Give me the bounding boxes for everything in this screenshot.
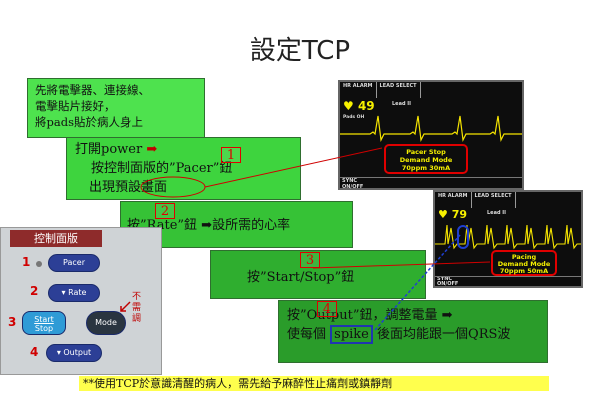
lead-label-2: Lead II xyxy=(487,210,506,216)
ecg-trace-1 xyxy=(340,115,522,143)
lead-label: Lead II xyxy=(392,101,411,107)
monitor-divider-2 xyxy=(435,276,581,277)
connector-3 xyxy=(312,261,491,269)
rate-current-label-1: 70ppm 30mA xyxy=(401,164,451,172)
rate-button-label: Rate xyxy=(68,288,87,297)
pacing-callout: Pacing Demand Mode 70ppm 50mA xyxy=(491,250,557,276)
lead-select-label-2: LEAD SELECT xyxy=(472,192,516,208)
start-label: Start xyxy=(34,315,54,324)
step-output-suffix: 後面均能跟一個QRS波 xyxy=(377,327,511,342)
step-prepare-line2: 電擊貼片接好， xyxy=(35,99,116,113)
side-note-3: 調 xyxy=(132,314,142,324)
demand-mode-label-2: Demand Mode xyxy=(497,260,551,268)
hr-alarm-label: HR ALARM xyxy=(340,82,377,98)
mode-button[interactable]: Mode xyxy=(86,311,126,335)
step-prepare-line3: 將pads貼於病人身上 xyxy=(35,115,143,129)
connector-1 xyxy=(204,147,383,188)
step-start-box: 按”Start/Stop”鈕 xyxy=(210,250,426,299)
step-rate-text: 按”Rate”鈕 ➡設所需的心率 xyxy=(127,218,291,233)
demand-mode-label-1: Demand Mode xyxy=(399,156,453,164)
output-button-label: Output xyxy=(63,348,92,357)
step-start-text: 按”Start/Stop”鈕 xyxy=(247,270,355,285)
step-output-line2: 使每個 spike 後面均能跟一個QRS波 xyxy=(287,325,539,344)
panel-number-4: 4 xyxy=(30,345,39,359)
output-button[interactable]: ▾ Output xyxy=(46,344,102,362)
ecg-trace-2 xyxy=(435,224,581,250)
monitor-pacing: HR ALARM LEAD SELECT ♥ 79 Lead II Pacing… xyxy=(433,190,583,288)
step-number-4: 4 xyxy=(317,301,337,317)
heart-rate-display: ♥ 49 xyxy=(343,99,375,113)
step-output-box: 按”Output”鈕，調整電量 ➡ 使每個 spike 後面均能跟一個QRS波 xyxy=(278,300,548,363)
sync-label-2: SYNC ON/OFF xyxy=(437,276,459,287)
mode-side-note: 不 需 調 xyxy=(132,292,144,325)
pacer-stop-label: Pacer Stop xyxy=(406,148,446,156)
monitor-header-2: HR ALARM LEAD SELECT xyxy=(435,192,581,208)
step-number-2: 2 xyxy=(155,203,175,219)
spike-circle xyxy=(457,225,469,249)
side-note-1: 不 xyxy=(132,292,142,302)
stop-label: Stop xyxy=(34,324,54,333)
pads-status: Pads OH xyxy=(343,115,365,120)
default-screen-ellipse xyxy=(140,176,206,198)
start-stop-button[interactable]: Start Stop xyxy=(22,311,66,335)
side-note-2: 需 xyxy=(132,303,142,313)
panel-number-1: 1 xyxy=(22,255,31,269)
spike-highlight: spike xyxy=(330,325,373,344)
step-output-line1: 按”Output”鈕，調整電量 ➡ xyxy=(287,308,453,323)
step-power-line1: 打開power ➡ xyxy=(75,140,292,159)
heart-rate-display-2: ♥ 79 xyxy=(438,208,468,221)
panel-number-2: 2 xyxy=(30,284,39,298)
heart-rate-value-2: 79 xyxy=(451,208,468,221)
step-prepare-line1: 先將電擊器、連接線、 xyxy=(35,83,150,97)
rate-current-label-2: 70ppm 50mA xyxy=(499,267,549,275)
rate-button[interactable]: ▾ Rate xyxy=(48,284,100,302)
pacing-label: Pacing xyxy=(511,253,537,261)
pacer-stop-callout: Pacer Stop Demand Mode 70ppm 30mA xyxy=(384,144,468,174)
page-title: 設定TCP xyxy=(249,36,351,66)
step-number-3: 3 xyxy=(300,252,320,268)
pacer-button[interactable]: Pacer xyxy=(48,254,100,272)
control-panel-title: 控制面版 xyxy=(10,230,102,247)
arrow-right-icon: ➡ xyxy=(146,142,158,157)
arrow-to-mode-icon xyxy=(120,301,131,312)
power-text: 打開power xyxy=(75,142,143,157)
heart-rate-value: 49 xyxy=(357,99,375,113)
step-output-prefix: 使每個 xyxy=(287,327,327,342)
step-prepare-box: 先將電擊器、連接線、 電擊貼片接好， 將pads貼於病人身上 xyxy=(27,78,205,138)
sync-label-1: SYNC ON/OFF xyxy=(342,178,364,190)
step-power-line2: 按控制面版的”Pacer”鈕 xyxy=(91,161,233,176)
hr-alarm-label-2: HR ALARM xyxy=(435,192,472,208)
monitor-divider-1 xyxy=(340,177,522,178)
indicator-light xyxy=(36,261,42,267)
panel-number-3: 3 xyxy=(8,315,17,329)
step-number-1: 1 xyxy=(221,147,241,163)
lead-select-label: LEAD SELECT xyxy=(377,82,421,98)
step-power-line3: 出現預設畫面 xyxy=(89,180,168,195)
monitor-header: HR ALARM LEAD SELECT xyxy=(340,82,522,98)
monitor-pacer-stop: HR ALARM LEAD SELECT ♥ 49 Lead II Pads O… xyxy=(338,80,524,190)
step-power-box: 打開power ➡ 按控制面版的”Pacer”鈕 出現預設畫面 xyxy=(66,137,301,200)
sedation-note: **使用TCP於意識清醒的病人，需先給予麻醉性止痛劑或鎮靜劑 xyxy=(79,376,549,391)
connector-spike xyxy=(374,234,461,331)
